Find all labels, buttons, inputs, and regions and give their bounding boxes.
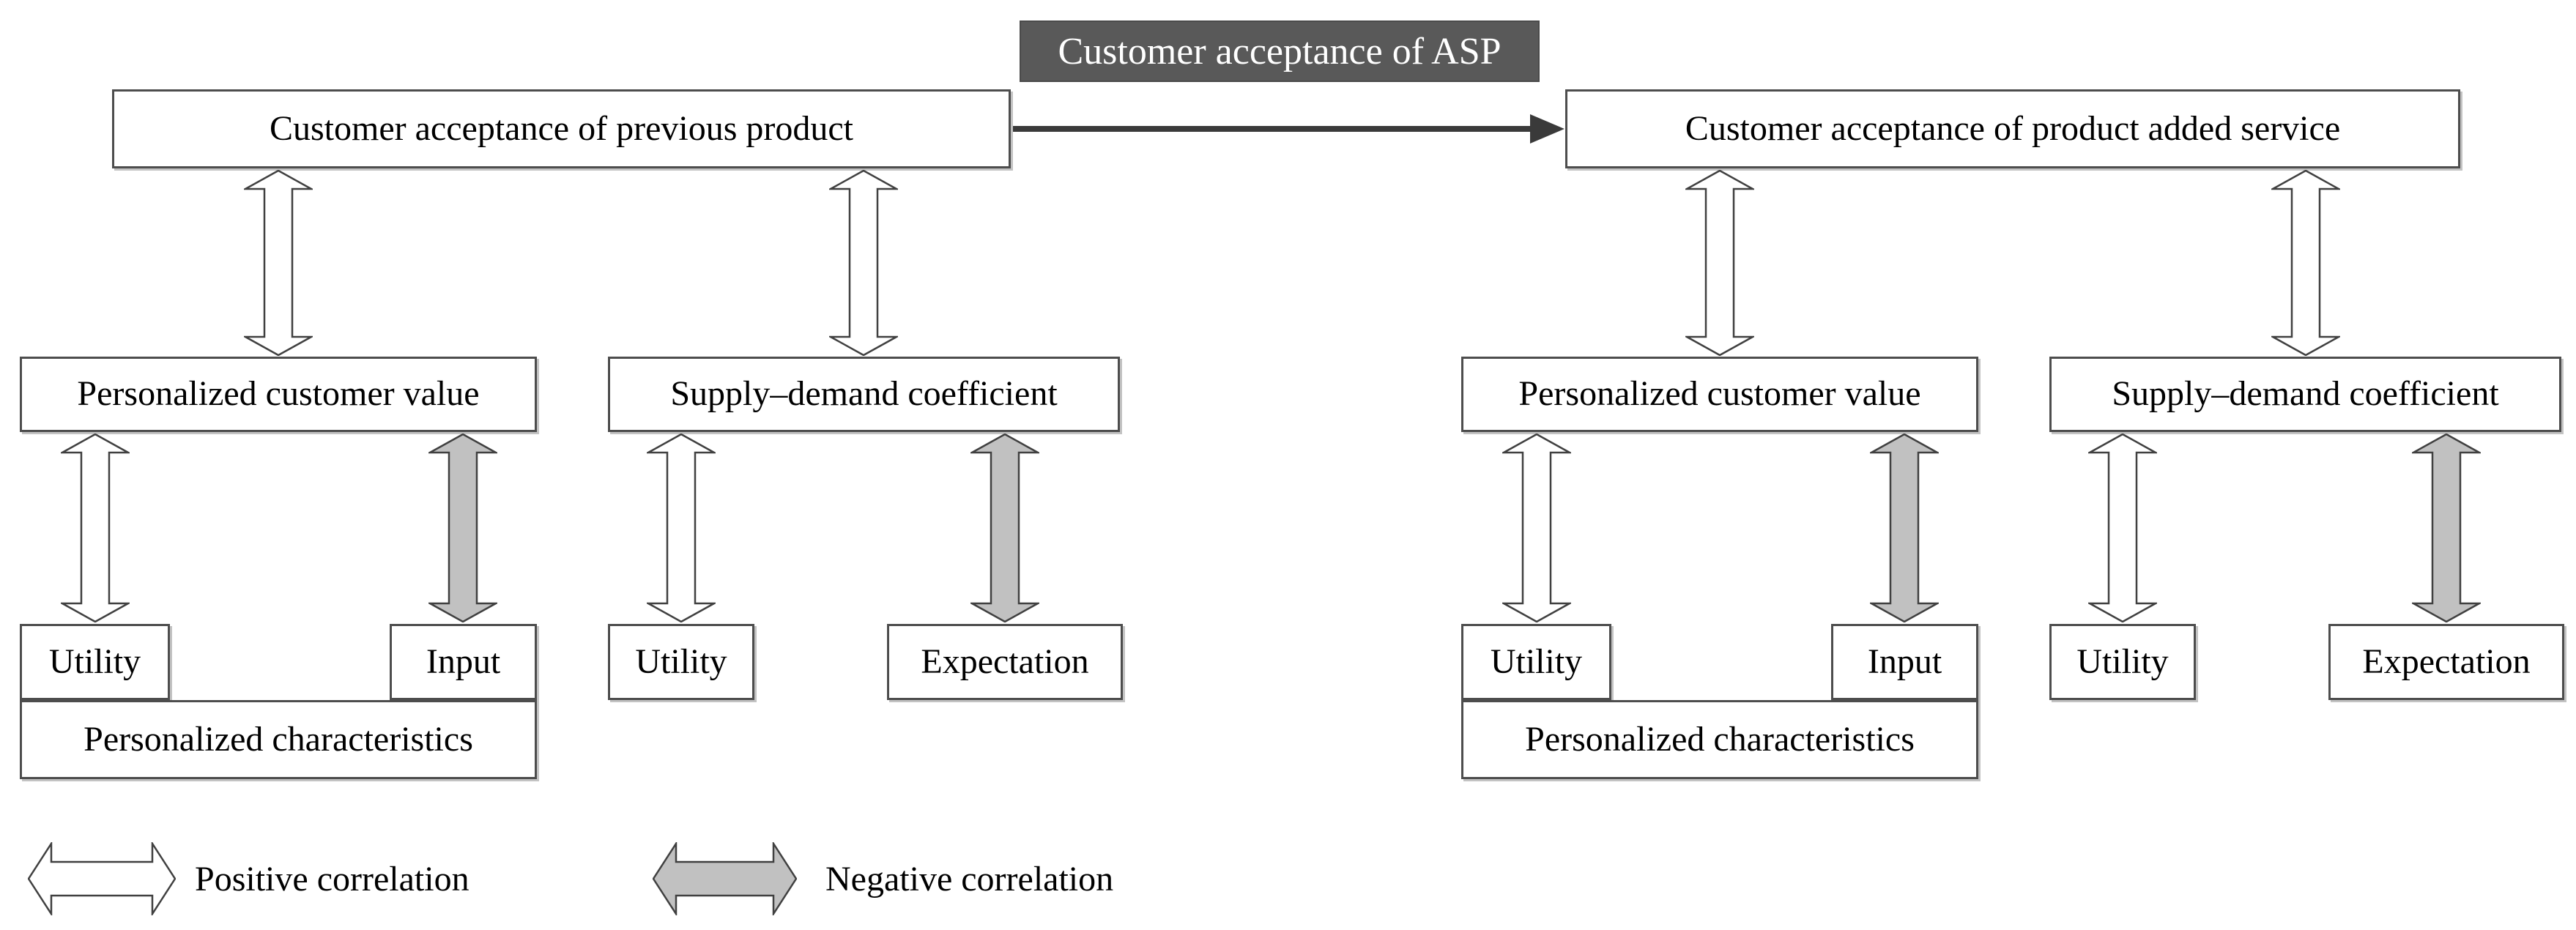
box-input: Input <box>1831 624 1978 700</box>
box-supply-demand-coefficient: Supply–demand coefficient <box>608 357 1120 432</box>
positive-correlation-arrow <box>1685 170 1754 356</box>
box-personalized-characteristics: Personalized characteristics <box>20 700 537 779</box>
positive-correlation-arrow <box>1502 434 1571 622</box>
acceptance-influence-arrow <box>1013 114 1564 144</box>
box-customer-acceptance-previous-product: Customer acceptance of previous product <box>112 89 1011 168</box>
positive-correlation-arrow <box>2088 434 2157 622</box>
positive-correlation-arrow <box>829 170 898 356</box>
box-personalized-customer-value: Personalized customer value <box>20 357 537 432</box>
box-personalized-characteristics: Personalized characteristics <box>1461 700 1978 779</box>
box-utility: Utility <box>20 624 170 700</box>
legend-positive-arrow-icon <box>28 842 176 915</box>
box-utility: Utility <box>1461 624 1611 700</box>
legend-negative-label: Negative correlation <box>825 859 1114 899</box>
negative-correlation-arrow <box>428 434 497 622</box>
box-expectation: Expectation <box>887 624 1123 700</box>
legend-negative-arrow-icon <box>653 842 797 915</box>
box-utility: Utility <box>2049 624 2196 700</box>
box-input: Input <box>390 624 537 700</box>
box-supply-demand-coefficient: Supply–demand coefficient <box>2049 357 2561 432</box>
box-customer-acceptance-product-added-service: Customer acceptance of product added ser… <box>1565 89 2460 168</box>
negative-correlation-arrow <box>970 434 1039 622</box>
positive-correlation-arrow <box>647 434 716 622</box>
legend-positive-label: Positive correlation <box>195 859 469 899</box>
customer-acceptance-asp-box: Customer acceptance of ASP <box>1020 21 1540 82</box>
negative-correlation-arrow <box>2412 434 2481 622</box>
positive-correlation-arrow <box>244 170 313 356</box>
positive-correlation-arrow <box>2271 170 2340 356</box>
box-personalized-customer-value: Personalized customer value <box>1461 357 1978 432</box>
box-utility: Utility <box>608 624 754 700</box>
negative-correlation-arrow <box>1870 434 1939 622</box>
box-expectation: Expectation <box>2328 624 2564 700</box>
positive-correlation-arrow <box>61 434 130 622</box>
